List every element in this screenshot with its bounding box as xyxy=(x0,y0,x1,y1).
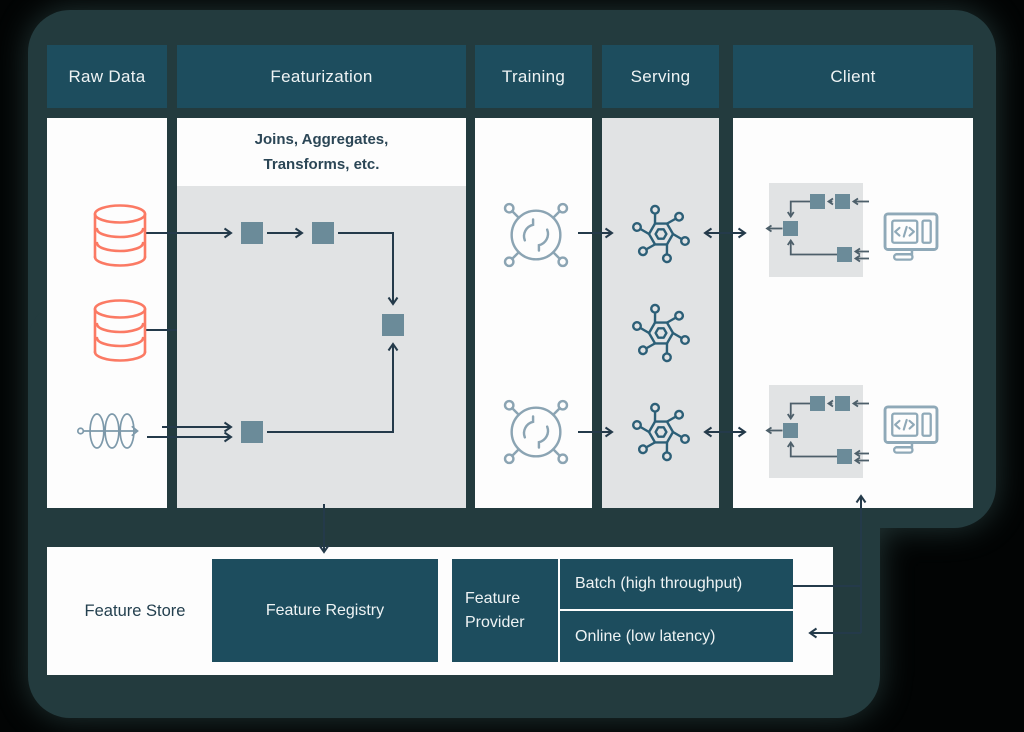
header-client: Client xyxy=(733,45,973,108)
header-client-label: Client xyxy=(830,66,876,86)
feature-provider-box: Feature Provider xyxy=(452,559,558,662)
feature-registry-label: Feature Registry xyxy=(265,601,385,619)
feature-store-label: Feature Store xyxy=(84,601,186,620)
panel-raw-data xyxy=(47,118,167,508)
header-serving: Serving xyxy=(602,45,719,108)
featurization-note-line2: Transforms, etc. xyxy=(263,156,380,173)
header-raw-data-label: Raw Data xyxy=(68,66,146,86)
header-training: Training xyxy=(475,45,592,108)
featurization-note: Joins, Aggregates, Transforms, etc. xyxy=(177,118,466,186)
featurization-note-line1: Joins, Aggregates, xyxy=(254,131,389,148)
feature-provider-label: Feature Provider xyxy=(465,589,525,631)
header-raw-data: Raw Data xyxy=(47,45,167,108)
panel-featurization: Joins, Aggregates, Transforms, etc. xyxy=(177,118,466,508)
online-store-box: Online (low latency) xyxy=(560,611,793,662)
batch-store-label: Batch (high throughput) xyxy=(575,575,743,592)
panel-training xyxy=(475,118,592,508)
online-store-label: Online (low latency) xyxy=(575,627,716,645)
client-pipeline-box-2 xyxy=(769,385,863,478)
header-featurization: Featurization xyxy=(177,45,466,108)
header-training-label: Training xyxy=(501,66,566,86)
panel-serving xyxy=(602,118,719,508)
client-pipeline-box-1 xyxy=(769,183,863,277)
batch-store-box: Batch (high throughput) xyxy=(560,559,793,609)
feature-registry-box: Feature Registry xyxy=(212,559,438,662)
header-serving-label: Serving xyxy=(630,66,691,86)
featurization-canvas xyxy=(177,186,466,508)
header-featurization-label: Featurization xyxy=(270,66,373,86)
